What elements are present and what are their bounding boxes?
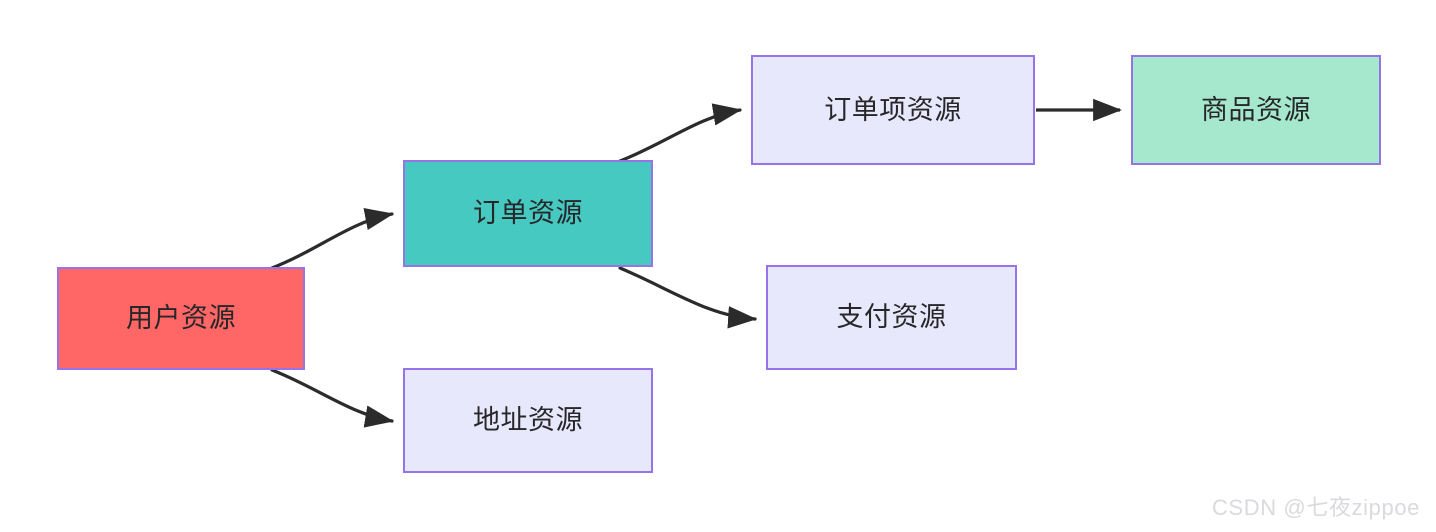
node-user-label: 用户资源 <box>126 303 236 334</box>
node-address[interactable]: 地址资源 <box>403 368 653 473</box>
node-user[interactable]: 用户资源 <box>57 267 305 370</box>
node-payment-label: 支付资源 <box>836 302 947 333</box>
edge-user-to-order <box>270 208 394 270</box>
node-order-label: 订单资源 <box>473 198 583 229</box>
edge-user-to-address <box>270 368 394 428</box>
node-payment[interactable]: 支付资源 <box>766 265 1017 370</box>
node-order-item-label: 订单项资源 <box>824 94 962 125</box>
node-address-label: 地址资源 <box>473 405 583 436</box>
watermark: CSDN @七夜zippoe <box>1211 495 1420 520</box>
edge-order-to-order-item <box>618 103 742 163</box>
node-order[interactable]: 订单资源 <box>403 160 653 267</box>
node-order-item[interactable]: 订单项资源 <box>751 55 1035 165</box>
edge-order-to-payment <box>618 266 757 329</box>
node-product[interactable]: 商品资源 <box>1131 55 1381 165</box>
node-product-label: 商品资源 <box>1201 94 1311 125</box>
